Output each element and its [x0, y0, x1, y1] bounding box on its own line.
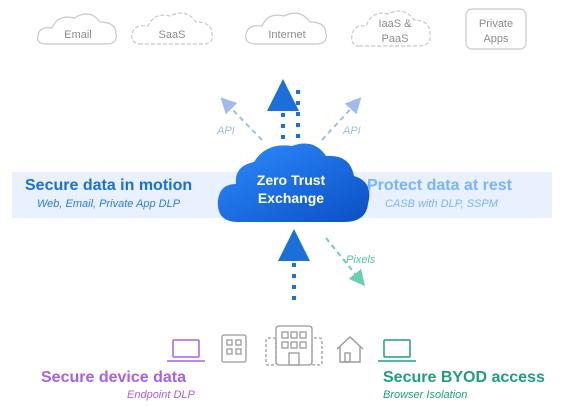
- cloud-iaas-icon: [351, 10, 431, 47]
- secure-device-data-title: Secure device data: [41, 369, 186, 386]
- secure-data-in-motion-subtitle: Web, Email, Private App DLP: [37, 198, 181, 210]
- api-label-left: API: [217, 125, 235, 137]
- secure-byod-access-subtitle: Browser Isolation: [383, 389, 468, 401]
- protect-data-at-rest-title: Protect data at rest: [367, 177, 512, 194]
- cloud-label-internet: Internet: [268, 29, 306, 41]
- secure-byod-access-title: Secure BYOD access: [383, 369, 545, 386]
- secure-device-data-subtitle: Endpoint DLP: [127, 389, 195, 401]
- cloud-email-icon: [37, 13, 117, 45]
- zero-trust-cloud-icon: [217, 143, 370, 222]
- cloud-label-iaas: IaaS & PaaS: [378, 18, 412, 45]
- cloud-label-saas: SaaS: [158, 29, 186, 41]
- cloud-label-email: Email: [64, 29, 92, 41]
- pixels-arrow: [325, 237, 366, 287]
- box-private-apps-icon: [465, 8, 527, 50]
- laptop-icon: [167, 339, 205, 362]
- headquarters-icon: [265, 325, 323, 366]
- laptop-byod-icon: [378, 339, 416, 362]
- pixels-label: Pixels: [346, 254, 376, 266]
- building-icon: [221, 334, 247, 363]
- cloud-internet-icon: [245, 12, 327, 45]
- cloud-saas-icon: [131, 12, 213, 45]
- protect-data-at-rest-subtitle: CASB with DLP, SSPM: [385, 198, 498, 210]
- zero-trust-line1: Zero Trust: [256, 172, 326, 188]
- zero-trust-line2: Exchange: [257, 190, 325, 206]
- cloud-label-private-apps: Private Apps: [478, 18, 514, 45]
- secure-data-in-motion-title: Secure data in motion: [25, 177, 193, 194]
- api-label-right: API: [343, 125, 361, 137]
- home-icon: [336, 336, 364, 363]
